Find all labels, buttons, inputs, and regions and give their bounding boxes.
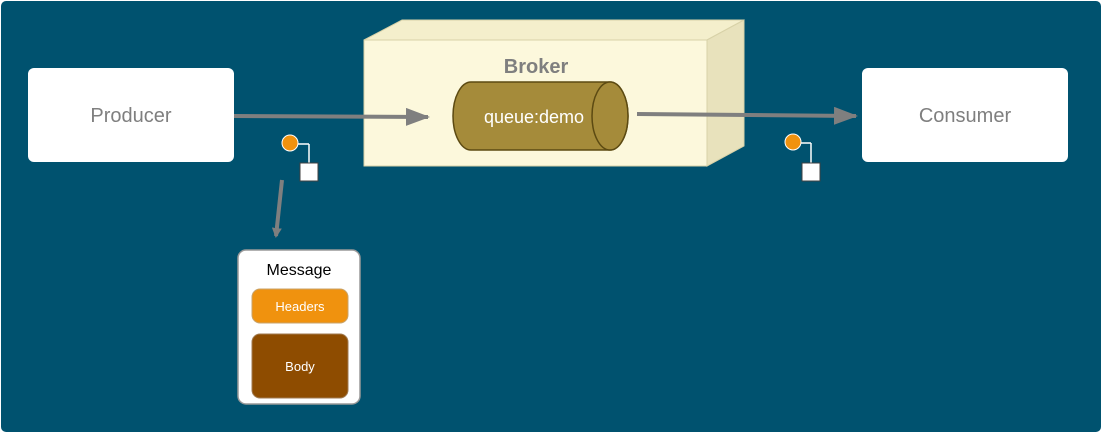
broker-node: Broker queue:demo — [363, 19, 745, 167]
consumer-node: Consumer — [862, 68, 1068, 162]
broker-top-face — [363, 19, 745, 41]
queue-to-consumer-arrow — [636, 106, 858, 125]
headers-block — [251, 288, 349, 324]
message-detail-arrow — [271, 179, 284, 238]
broker-side-face — [706, 19, 745, 167]
message-title: Message — [267, 262, 332, 279]
body-label: Body — [285, 359, 315, 374]
producer-label: Producer — [90, 105, 171, 127]
broker-title: Broker — [504, 56, 569, 78]
body-block — [251, 333, 349, 399]
message-marker-left — [281, 134, 319, 182]
producer-node: Producer — [28, 68, 234, 162]
queue-cylinder: queue:demo — [452, 81, 629, 151]
message-marker-right — [784, 133, 821, 182]
headers-label: Headers — [275, 299, 325, 314]
queue-label: queue:demo — [484, 107, 584, 127]
message-detail-box: Message Headers Body — [237, 249, 361, 405]
consumer-label: Consumer — [919, 105, 1012, 127]
producer-to-queue-arrow — [233, 107, 430, 126]
